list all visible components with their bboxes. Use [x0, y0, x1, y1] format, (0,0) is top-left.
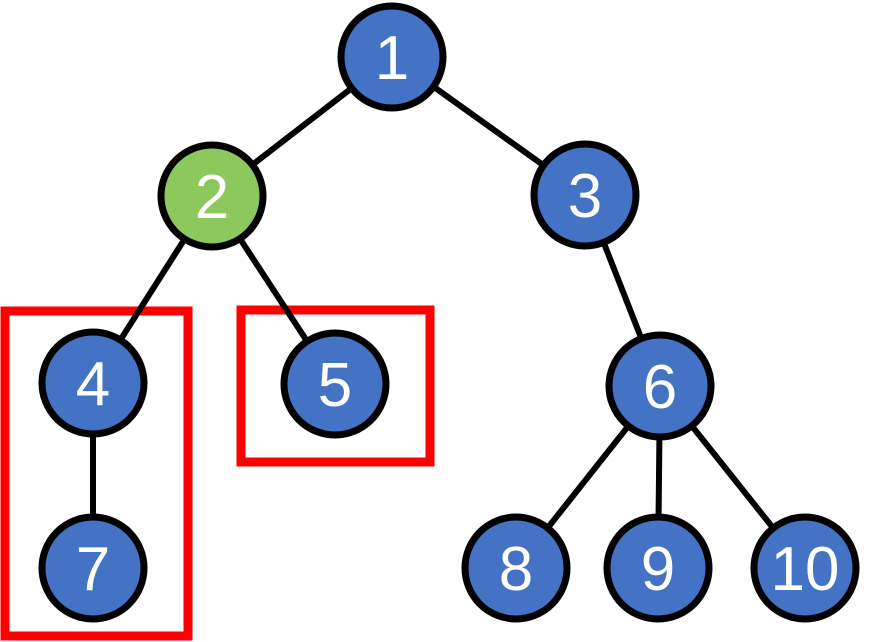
tree-node-5: 5: [280, 329, 390, 439]
tree-node-circle-1: [337, 2, 447, 112]
tree-node-label-1: 1: [375, 24, 409, 93]
tree-node-circle-2: [157, 141, 267, 251]
tree-node-7: 7: [38, 513, 148, 623]
tree-node-circle-7: [38, 513, 148, 623]
tree-node-label-10: 10: [771, 535, 840, 604]
tree-node-1: 1: [337, 2, 447, 112]
tree-node-label-5: 5: [318, 351, 352, 420]
tree-node-circle-4: [38, 328, 148, 438]
tree-node-label-8: 8: [499, 535, 533, 604]
highlight-box-nodes-4-7: [0, 306, 193, 641]
tree-node-label-2: 2: [195, 163, 229, 232]
tree-node-circle-5: [280, 329, 390, 439]
tree-node-circle-3: [530, 140, 640, 250]
tree-node-label-3: 3: [568, 162, 602, 231]
tree-nodes-layer: 1 2 3 4 5 6 7 8 9 10: [38, 2, 860, 623]
tree-node-circle-8: [461, 513, 571, 623]
highlight-box-node-5: [236, 305, 435, 467]
highlight-boxes-layer: [0, 305, 435, 641]
tree-node-9: 9: [603, 513, 713, 623]
tree-node-label-4: 4: [76, 350, 110, 419]
tree-node-label-7: 7: [76, 535, 110, 604]
tree-node-label-6: 6: [643, 353, 677, 422]
tree-node-2: 2: [157, 141, 267, 251]
tree-node-8: 8: [461, 513, 571, 623]
tree-node-label-9: 9: [641, 535, 675, 604]
tree-node-circle-9: [603, 513, 713, 623]
tree-node-circle-10: [750, 513, 860, 623]
tree-node-circle-6: [605, 331, 715, 441]
tree-node-3: 3: [530, 140, 640, 250]
tree-node-4: 4: [38, 328, 148, 438]
tree-node-10: 10: [750, 513, 860, 623]
tree-edges-layer: [90, 54, 808, 570]
tree-node-6: 6: [605, 331, 715, 441]
